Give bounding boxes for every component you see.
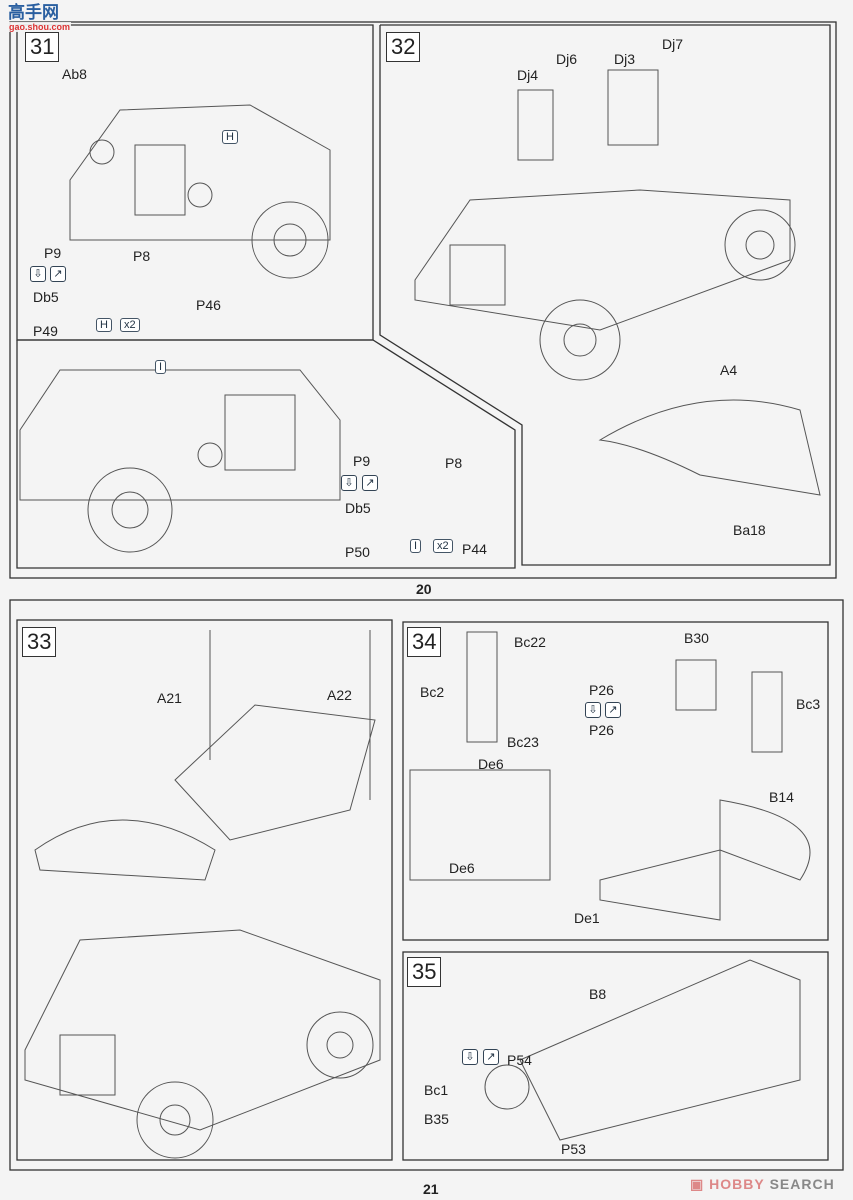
fender-sketch-35: [484, 959, 801, 1141]
seat-sketch-33: [174, 630, 376, 841]
step-number-34: 34: [407, 627, 442, 657]
page-number: 20: [416, 581, 432, 597]
part-label: B35: [424, 1111, 449, 1127]
vehicle-sketch-33: [24, 819, 381, 1159]
cut-icon: ↗: [362, 475, 378, 491]
quantity-tag: x2: [433, 539, 453, 553]
part-label: A21: [157, 690, 182, 706]
part-label: Bc2: [420, 684, 445, 700]
part-label: Bc23: [507, 734, 539, 750]
glue-icon: ⇩: [341, 475, 357, 491]
part-label: B30: [684, 630, 709, 646]
step-number-33: 33: [22, 627, 57, 657]
step-number-32: 32: [386, 32, 421, 62]
part-label: P26: [589, 722, 614, 738]
cut-icon: ↗: [483, 1049, 499, 1065]
subassembly-tag: H: [96, 318, 112, 332]
part-label: Db5: [345, 500, 371, 516]
part-label: De6: [478, 756, 504, 772]
part-label: P8: [133, 248, 151, 264]
part-label: Dj3: [614, 51, 636, 67]
hobby-search-logo: ▣ HOBBY SEARCH: [690, 1176, 835, 1192]
vehicle-sketch-32: [414, 69, 796, 381]
part-label: P9: [353, 453, 371, 469]
part-label: Dj4: [517, 67, 539, 83]
part-label: De6: [449, 860, 475, 876]
cut-icon: ↗: [50, 266, 66, 282]
part-label: Dj6: [556, 51, 578, 67]
cut-icon: ↗: [605, 702, 621, 718]
part-label: P8: [445, 455, 463, 471]
part-label: Dj7: [662, 36, 684, 52]
page-number: 21: [423, 1181, 439, 1197]
part-label: Bc3: [796, 696, 821, 712]
step-number-31: 31: [25, 32, 60, 62]
part-label: Db5: [33, 289, 59, 305]
roof-sketch-a4: [598, 399, 821, 496]
vehicle-front-sketch-31: [69, 104, 331, 279]
part-label: P26: [589, 682, 614, 698]
part-label: P44: [462, 541, 487, 557]
part-label: P53: [561, 1141, 586, 1157]
part-label: De1: [574, 910, 600, 926]
subassembly-tag: I: [410, 539, 422, 553]
part-label: B14: [769, 789, 794, 805]
part-label: A22: [327, 687, 352, 703]
step-number-35: 35: [407, 957, 442, 987]
part-label: Ba18: [733, 522, 766, 538]
subassembly-tag: H: [222, 130, 238, 144]
part-label: P54: [507, 1052, 532, 1068]
glue-icon: ⇩: [30, 266, 46, 282]
part-label: Bc1: [424, 1082, 449, 1098]
part-label: A4: [720, 362, 738, 378]
part-label: Bc22: [514, 634, 546, 650]
part-label: P49: [33, 323, 58, 339]
parts-sketch-34: [409, 631, 811, 921]
part-label: Ab8: [62, 66, 87, 82]
part-label: B8: [589, 986, 607, 1002]
glue-icon: ⇩: [585, 702, 601, 718]
vehicle-front-sketch-31b: [19, 369, 341, 553]
part-label: P50: [345, 544, 370, 560]
part-label: P46: [196, 297, 221, 313]
quantity-tag: x2: [120, 318, 140, 332]
part-label: P9: [44, 245, 62, 261]
subassembly-tag: I: [155, 360, 167, 374]
glue-icon: ⇩: [462, 1049, 478, 1065]
